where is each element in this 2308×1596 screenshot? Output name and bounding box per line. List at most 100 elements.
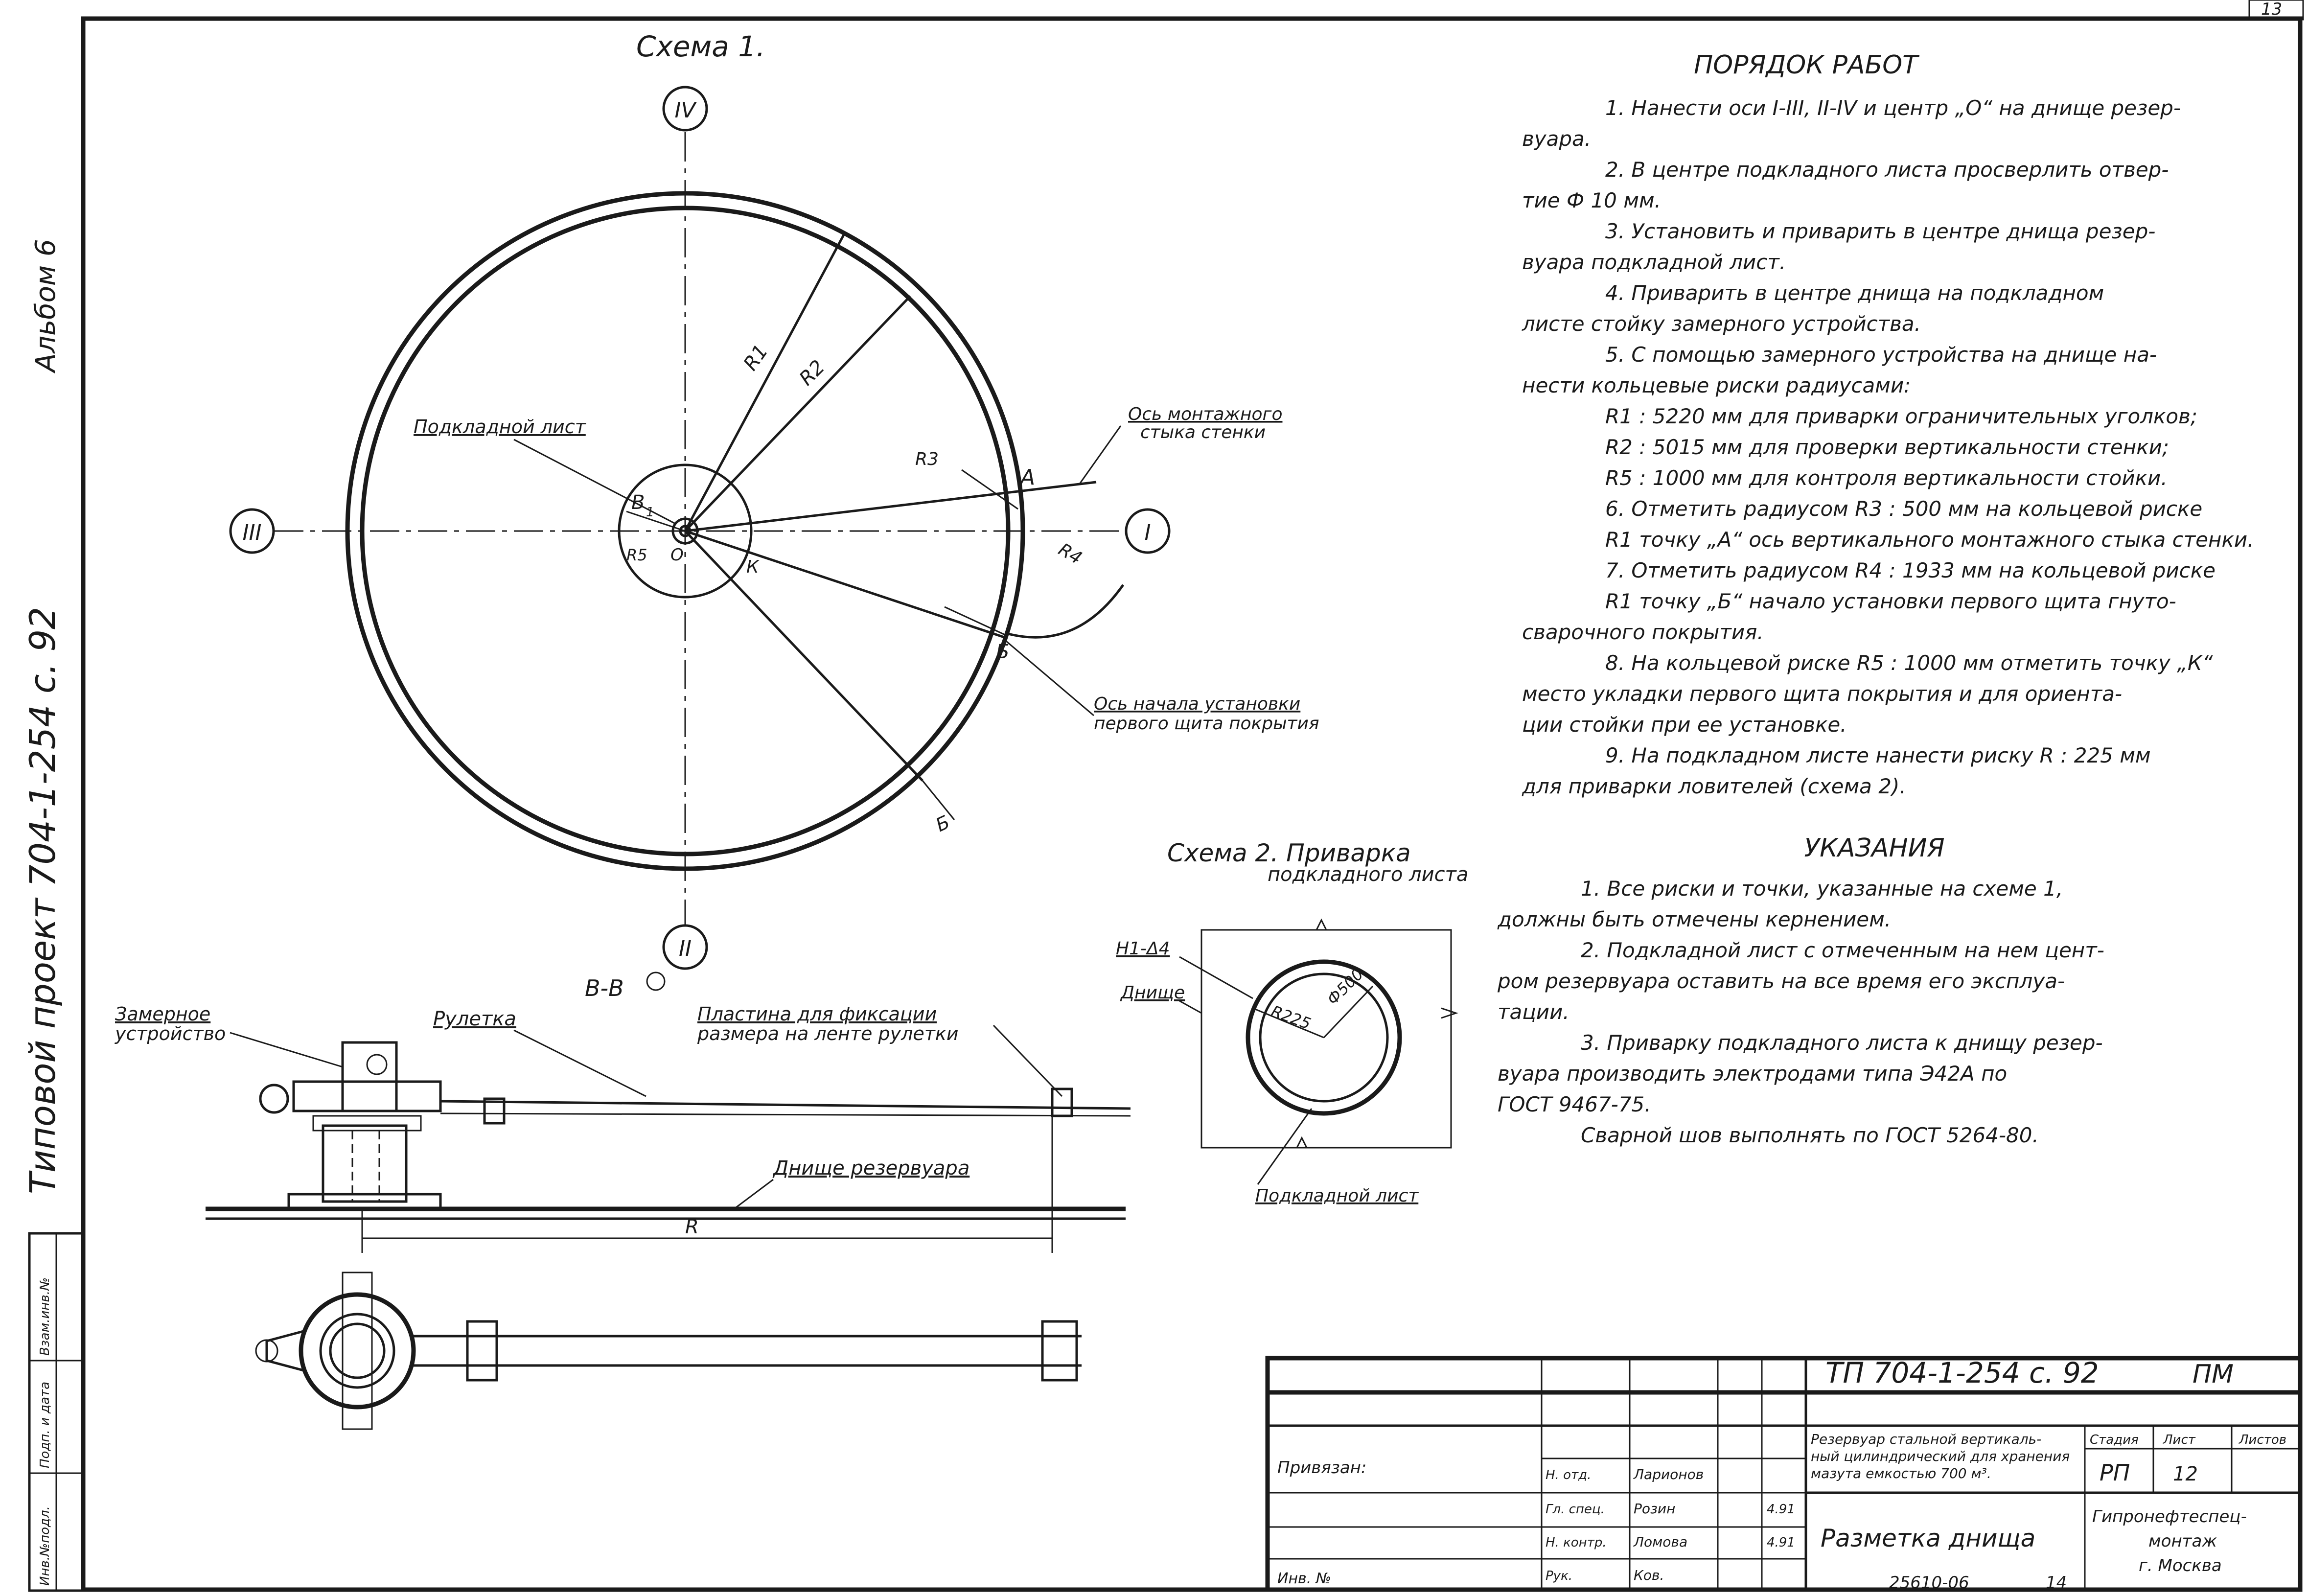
instructions-line: 2. Подкладной лист с отмеченным на нем ц…	[1581, 938, 2104, 962]
label-point-a: А	[1019, 465, 1035, 490]
tb-bottom-sheet: 14	[2046, 1573, 2067, 1593]
callout-start-axis-1: Ось начала установки	[1094, 694, 1300, 714]
radius-b1	[626, 510, 686, 532]
work-order-line: нести кольцевые риски радиусами:	[1522, 373, 1911, 397]
work-order-line: 6. Отметить радиусом R3 : 500 мм на коль…	[1605, 497, 2202, 521]
work-order-line: 7. Отметить радиусом R4 : 1933 мм на кол…	[1605, 558, 2216, 582]
label-center: О	[670, 545, 684, 565]
tb-sheet-title: Разметка днища	[1821, 1524, 2035, 1552]
tb-org-3: г. Москва	[2139, 1556, 2222, 1575]
callout-plate: Подкладной лист	[414, 416, 587, 438]
tape-label: Рулетка	[433, 1008, 516, 1030]
instructions-line: вуара производить электродами типа Э42А …	[1498, 1062, 2007, 1086]
instructions-line: ром резервуара оставить на все время его…	[1497, 969, 2065, 993]
instructions-line: ГОСТ 9467-75.	[1498, 1092, 1651, 1116]
dim-r-label: R	[685, 1216, 699, 1238]
tank-bottom-label: Днище резервуара	[772, 1157, 969, 1180]
instructions-line: 1. Все риски и точки, указанные на схеме…	[1581, 877, 2063, 901]
ring-r1	[345, 191, 1025, 871]
callout-mount-axis-1: Ось монтажного	[1128, 404, 1282, 424]
tb-bottom-code: 25610-06	[1889, 1573, 1969, 1593]
tb-signer-date: 4.91	[1767, 1502, 1795, 1517]
album-label: Альбом 6	[30, 239, 62, 373]
work-order-line: ции стойки при ее установке.	[1522, 713, 1847, 737]
side-cell-sign: Подп. и дата	[38, 1382, 52, 1468]
arc-r4	[1008, 584, 1125, 639]
label-r3: R3	[915, 449, 939, 469]
scheme2-bottom-label: Днище	[1120, 983, 1185, 1003]
tb-org-2: монтаж	[2148, 1531, 2217, 1551]
tb-signer-role: Рук.	[1546, 1569, 1572, 1583]
instructions-line: Сварной шов выполнять по ГОСТ 5264-80.	[1581, 1123, 2039, 1147]
work-order-title: Порядок работ	[1694, 50, 1920, 80]
tb-stage-hdr: Стадия	[2090, 1433, 2139, 1447]
device-label-1: Замерное	[115, 1003, 210, 1025]
instructions: Указания 1. Все риски и точки, указанные…	[1497, 833, 2104, 1147]
svg-text:IV: IV	[674, 98, 697, 123]
tb-code: ТП 704-1-254 с. 92	[1825, 1356, 2099, 1389]
tb-sheet: 12	[2173, 1463, 2198, 1485]
scheme2-inner-circle	[1259, 972, 1389, 1103]
tb-signer-role: Н. отд.	[1546, 1468, 1591, 1482]
tb-signer-name: Ларионов	[1633, 1466, 1704, 1482]
svg-text:II: II	[679, 936, 692, 961]
label-b-mark: B	[631, 491, 645, 514]
tb-signer-name: Розин	[1634, 1501, 1675, 1517]
instructions-line: 3. Приварку подкладного листа к днищу ре…	[1581, 1031, 2103, 1055]
section-label: В-В	[585, 975, 624, 1001]
side-cell-inv: Инв.№подл.	[38, 1506, 52, 1586]
tb-signer-role: Н. контр.	[1546, 1535, 1607, 1550]
tb-desc-1: Резервуар стальной вертикаль-	[1811, 1431, 2041, 1447]
axis-bubble-top: IV	[662, 86, 708, 132]
tb-org-1: Гипронефтеспец-	[2092, 1507, 2247, 1527]
arc-tick	[944, 606, 1009, 637]
work-order-line: вуара подкладной лист.	[1522, 250, 1786, 274]
work-order-line: R5 : 1000 мм для контроля вертикальности…	[1605, 466, 2168, 490]
tb-sheet-hdr: Лист	[2163, 1433, 2196, 1447]
tb-signer-name: Ков.	[1634, 1567, 1664, 1583]
b-to-ring	[922, 780, 955, 820]
axis-bubble-left: III	[229, 508, 275, 554]
ring-r2	[360, 206, 1011, 856]
sheet-number-box	[2248, 0, 2304, 21]
radius-r1	[684, 233, 846, 532]
tb-approved: Привязан:	[1277, 1458, 1366, 1478]
work-order-line: сварочного покрытия.	[1522, 620, 1764, 644]
label-point-k: К	[746, 557, 760, 577]
radius-r3	[961, 469, 1018, 510]
work-order-line: R1 : 5220 мм для приварки ограничительны…	[1605, 404, 2197, 428]
label-r4: R4	[1055, 539, 1085, 568]
measuring-device: В-В Замерное устройство Рулетка Пластина…	[115, 971, 1131, 1430]
label-r5: R5	[626, 546, 647, 564]
axis-bubble-bottom: II	[662, 924, 708, 970]
instructions-line: тации.	[1498, 1000, 1569, 1024]
work-order-line: R1 точку „Б“ начало установки первого щи…	[1605, 589, 2176, 613]
side-stamp: Альбом 6 Типовой проект 704-1-254 с. 92 …	[22, 239, 85, 1592]
tb-signer-date: 4.91	[1767, 1535, 1795, 1550]
work-order-line: место укладки первого щита покрытия и дл…	[1522, 682, 2122, 706]
tape-line	[440, 1100, 1131, 1110]
title-block: ТП 704-1-254 с. 92 ПМ Привязан: Инв. № Р…	[1265, 1356, 2303, 1593]
svg-text:I: I	[1145, 520, 1151, 545]
work-order-line: тие Ф 10 мм.	[1522, 188, 1661, 212]
work-order-line: для приварки ловителей (схема 2).	[1522, 774, 1906, 798]
ring-r5	[618, 463, 753, 599]
sheet-frame	[81, 16, 2303, 1592]
work-order-line: вуара.	[1522, 127, 1591, 151]
callout-start-axis-2: первого щита покрытия	[1094, 714, 1319, 734]
instructions-line: должны быть отмечены кернением.	[1497, 907, 1891, 931]
plate-fix-label-2: размера на ленте рулетки	[697, 1023, 959, 1044]
project-label: Типовой проект 704-1-254 с. 92	[22, 607, 63, 1194]
work-order: Порядок работ 1. Нанести оси I-III, II-I…	[1522, 50, 2254, 798]
mount-axis-line	[685, 481, 1097, 532]
work-order-line: 2. В центре подкладного листа просверлит…	[1605, 158, 2169, 182]
tb-desc-2: ный цилиндрический для хранения	[1811, 1448, 2070, 1464]
scheme2-plate-label: Подкладной лист	[1255, 1186, 1419, 1206]
work-order-line: R1 точку „А“ ось вертикального монтажног…	[1605, 528, 2254, 552]
scheme1-title: Схема 1.	[636, 30, 765, 63]
tb-sheets-hdr: Листов	[2239, 1433, 2286, 1447]
work-order-line: листе стойку замерного устройства.	[1522, 312, 1921, 336]
plate-fix-label-1: Пластина для фиксации	[697, 1003, 937, 1025]
work-order-line: 3. Установить и приварить в центре днища…	[1605, 219, 2155, 243]
